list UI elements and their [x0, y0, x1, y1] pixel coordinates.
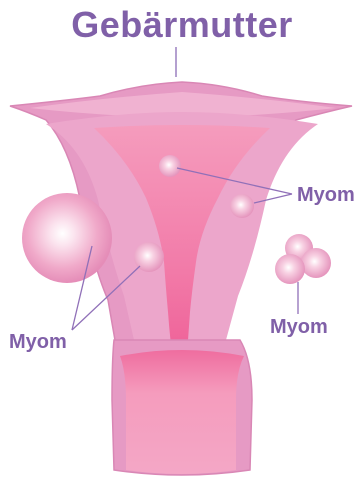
fibroid-top-center: [159, 155, 181, 177]
myom-label-right: Myom: [297, 185, 355, 205]
fibroid-right-wall: [230, 194, 254, 218]
fibroid-cluster-right: [301, 248, 331, 278]
diagram-title: Gebärmutter: [0, 7, 364, 43]
myom-label-left: Myom: [9, 332, 67, 352]
myom-label-bottom-right: Myom: [270, 317, 328, 337]
fibroid-cluster-left: [275, 254, 305, 284]
fibroid-large-left: [22, 193, 112, 283]
cervical-canal: [120, 350, 244, 474]
